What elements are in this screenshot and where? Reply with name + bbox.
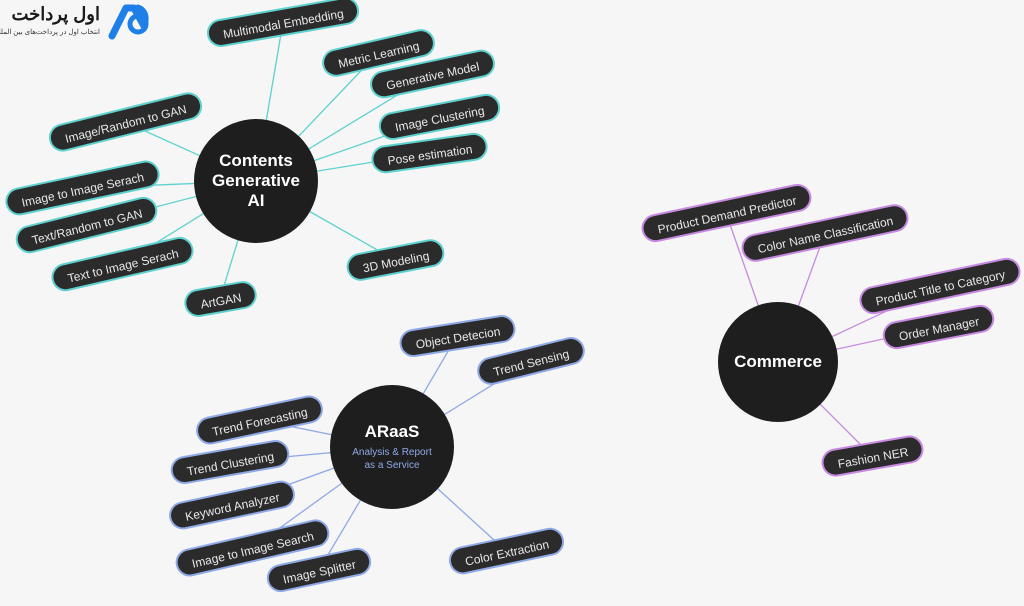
commerce-hub: Commerce (718, 302, 838, 422)
hub-title: ARaaS (364, 422, 420, 441)
hub-subtitle: Analysis & Report as a Service (352, 447, 432, 471)
hub-title: Contents Generative AI (212, 151, 300, 210)
brand-logo: اول پرداخت انتخاب اول در پرداخت‌های بین … (0, 2, 154, 44)
contents-hub: Contents Generative AI (194, 119, 318, 243)
logo-mark-icon (108, 4, 149, 40)
araas-hub: ARaaS Analysis & Report as a Service (330, 385, 454, 509)
hub-title: Commerce (734, 352, 822, 371)
brand-name: اول پرداخت (11, 4, 100, 24)
brand-tagline: انتخاب اول در پرداخت‌های بین المللی (0, 29, 100, 36)
